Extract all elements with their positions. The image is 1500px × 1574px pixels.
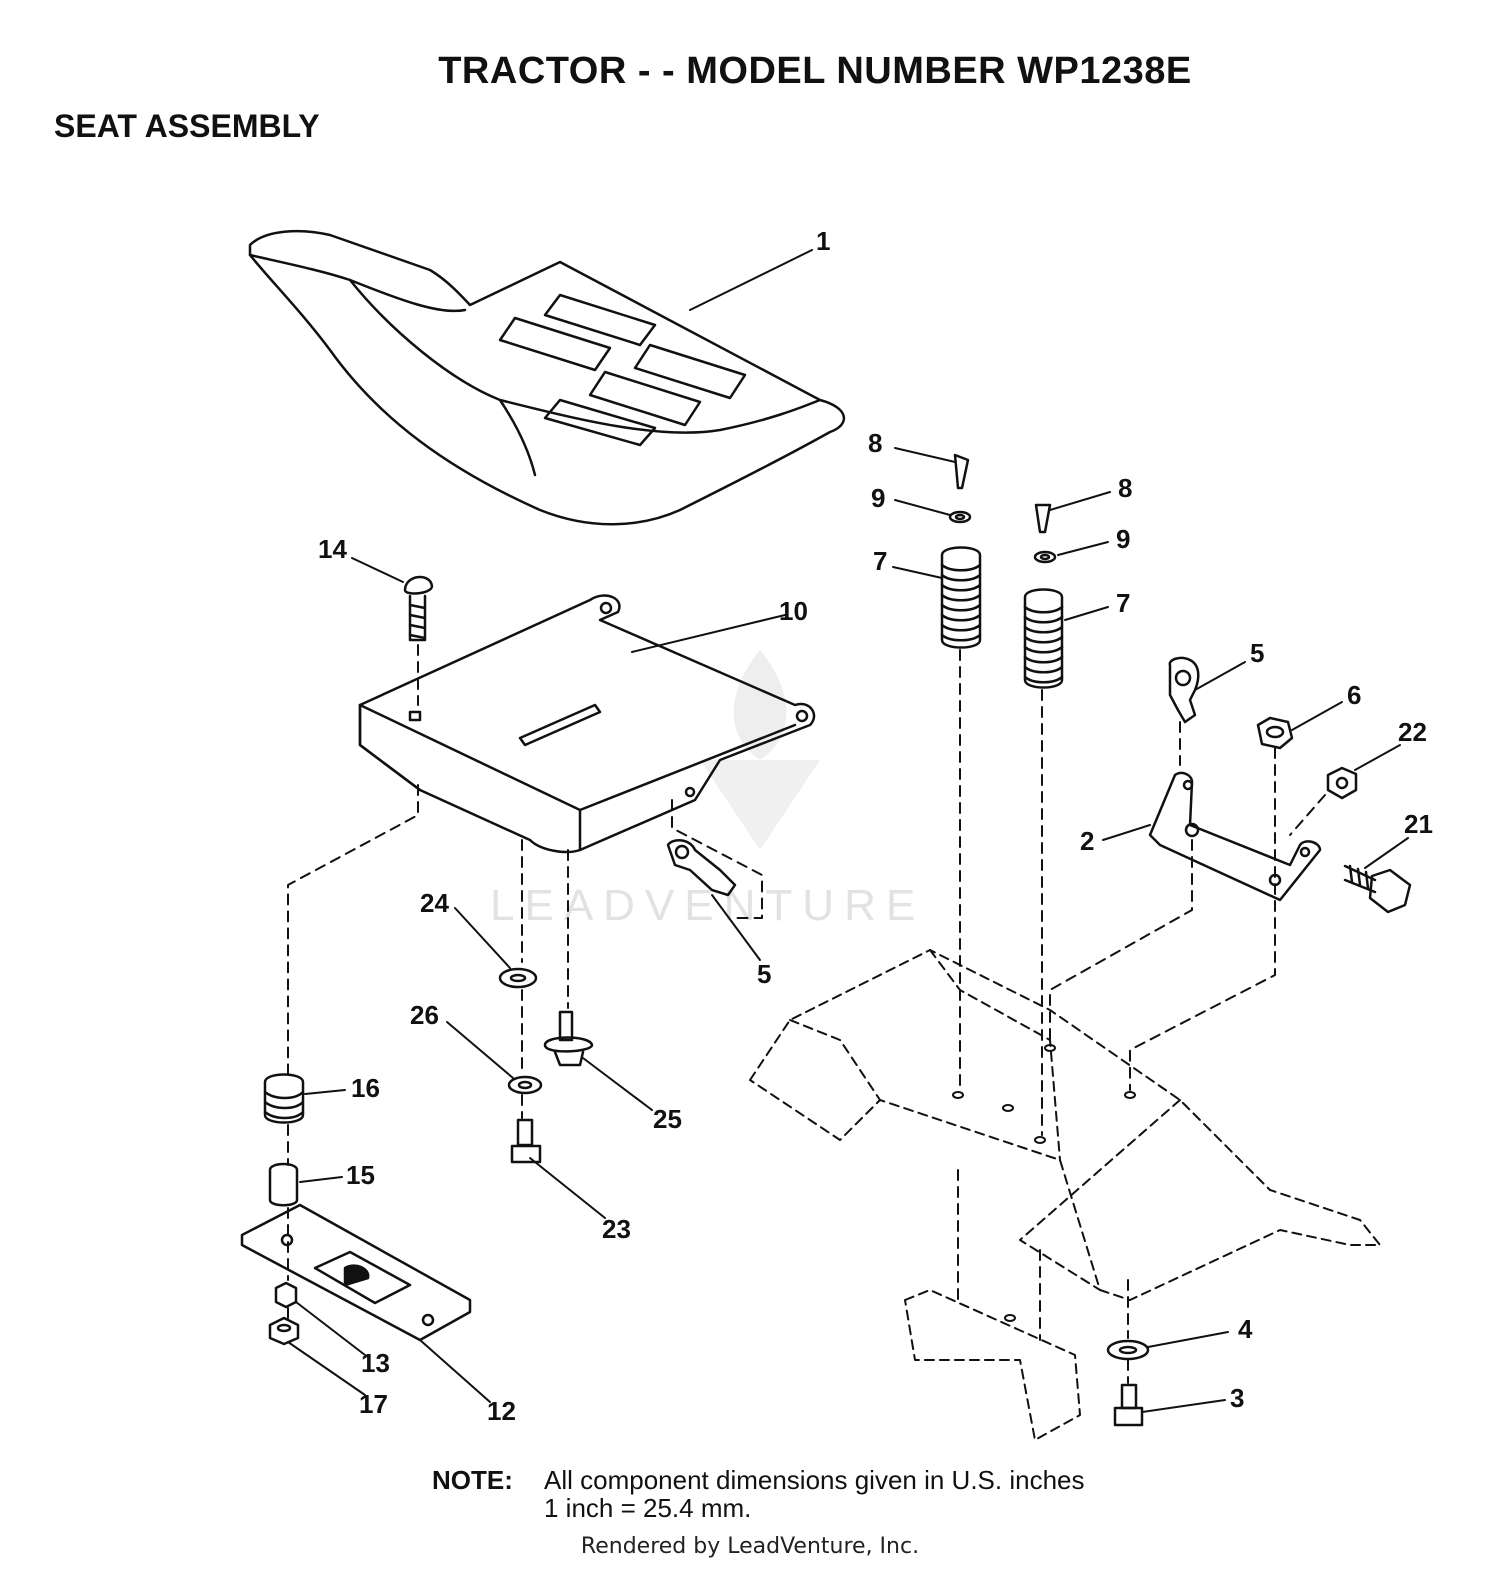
clip-part-upper [1168,656,1200,724]
flange-nut-parts [268,1281,300,1346]
washer-bolt-parts [498,967,594,1164]
carriage-bolt-part [403,575,434,642]
callout-1: 1 [816,226,830,256]
callout-4: 4 [1238,1314,1253,1344]
callout-13: 13 [361,1348,390,1378]
callout-8-left: 8 [868,428,882,458]
callout-3: 3 [1230,1383,1244,1413]
callout-5-upper: 5 [1250,638,1264,668]
callout-23: 23 [602,1214,631,1244]
spacer-part [268,1162,299,1207]
callout-2: 2 [1080,826,1094,856]
section-title: SEAT ASSEMBLY [54,108,320,144]
bracket-part [1148,771,1322,902]
callout-17: 17 [359,1389,388,1419]
callout-21: 21 [1404,809,1433,839]
leader-lines [287,249,1409,1413]
callout-9-left: 9 [871,483,885,513]
callout-7-right: 7 [1116,588,1130,618]
callout-22: 22 [1398,717,1427,747]
assembly-lines [287,644,1326,1384]
note-line-2: 1 inch = 25.4 mm. [544,1493,752,1523]
callout-16: 16 [351,1073,380,1103]
callout-labels: 1 2 3 4 5 5 6 7 7 8 8 9 9 10 12 13 14 15… [318,226,1433,1426]
slide-plate-part [240,1203,472,1342]
spring-part-left [940,546,982,649]
callout-10: 10 [779,596,808,626]
exploded-parts-diagram: LEADVENTURE [240,226,1433,1441]
callout-15: 15 [346,1160,375,1190]
callout-7-left: 7 [873,546,887,576]
footer-credit: Rendered by LeadVenture, Inc. [580,1534,920,1559]
callout-6: 6 [1347,680,1361,710]
hex-bolt-part [1343,864,1412,914]
callout-9-right: 9 [1116,524,1130,554]
nut-parts [1256,716,1358,800]
spring-part-right [1023,588,1064,689]
callout-5-lower: 5 [757,959,771,989]
tractor-frame-outline [749,949,1381,1441]
callout-14: 14 [318,534,347,564]
callout-25: 25 [653,1104,682,1134]
clip-part-lower [666,839,737,897]
note-label: NOTE: [432,1465,513,1495]
note-line-1: All component dimensions given in U.S. i… [544,1465,1085,1495]
callout-12: 12 [487,1396,516,1426]
pin-washer-parts [948,453,1057,564]
watermark: LEADVENTURE [490,650,925,930]
watermark-text: LEADVENTURE [490,881,925,930]
callout-26: 26 [410,1000,439,1030]
seat-pan-part [358,594,816,854]
seat-part [248,229,846,526]
callout-8-right: 8 [1118,473,1132,503]
page-title: TRACTOR - - MODEL NUMBER WP1238E [438,50,1192,92]
frame-holes [952,1044,1136,1322]
dimension-note: NOTE: All component dimensions given in U… [432,1466,1085,1522]
callout-24: 24 [420,888,449,918]
note-body: All component dimensions given in U.S. i… [544,1466,1085,1522]
lower-spring-part [263,1073,305,1124]
